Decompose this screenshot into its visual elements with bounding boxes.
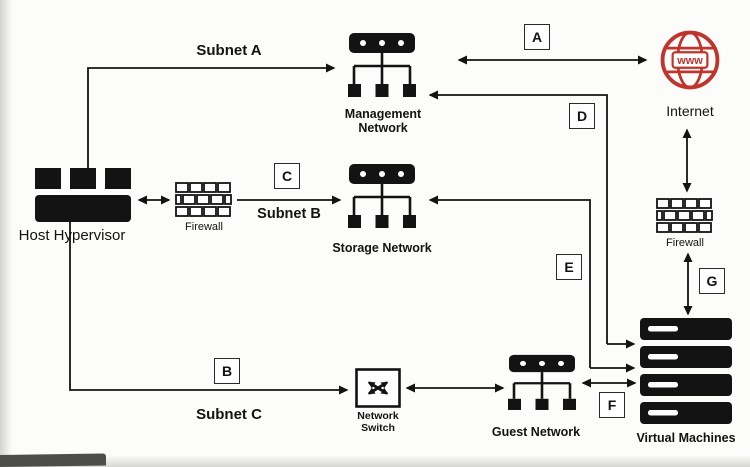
link-label-b: B bbox=[214, 358, 240, 384]
storage-network-icon bbox=[348, 164, 416, 228]
firewall-left-icon bbox=[175, 182, 232, 217]
firewall-right-icon bbox=[656, 198, 713, 233]
link-label-c: C bbox=[274, 163, 300, 189]
network-switch-label: Network Switch bbox=[357, 410, 399, 435]
subnet-c-line bbox=[69, 222, 349, 395]
host-hypervisor-label: Host Hypervisor bbox=[18, 227, 126, 244]
guest-network-label: Guest Network bbox=[491, 425, 581, 439]
storage-network-label: Storage Network bbox=[332, 241, 432, 255]
subnet-a-line bbox=[87, 63, 336, 169]
firewall-left-label: Firewall bbox=[185, 221, 223, 233]
e-line-to-storage bbox=[428, 195, 591, 368]
subnet-b-label: Subnet B bbox=[257, 206, 321, 222]
d-line-to-management bbox=[428, 90, 608, 344]
management-network-label: Management Network bbox=[344, 107, 422, 136]
link-label-g: G bbox=[699, 268, 725, 294]
photo-edge-bottom bbox=[0, 455, 750, 467]
subnet-c-label: Subnet C bbox=[196, 406, 262, 423]
photo-edge-left bbox=[0, 0, 12, 467]
host-hypervisor-icon bbox=[35, 168, 131, 222]
link-label-e: E bbox=[556, 254, 582, 280]
virtual-machines-label: Virtual Machines bbox=[636, 431, 736, 445]
firewall-right-label: Firewall bbox=[666, 237, 704, 249]
link-label-a: A bbox=[524, 24, 550, 50]
internet-label: Internet bbox=[666, 103, 714, 119]
photo-corner-smudge bbox=[0, 453, 106, 467]
link-label-d: D bbox=[569, 103, 595, 129]
network-switch-icon bbox=[355, 368, 401, 408]
internet-www-text: www bbox=[676, 55, 703, 67]
virtual-machines-icon bbox=[640, 318, 732, 424]
management-network-icon bbox=[348, 33, 416, 97]
internet-globe-icon: www bbox=[660, 30, 720, 90]
link-label-f: F bbox=[599, 392, 625, 418]
subnet-a-label: Subnet A bbox=[196, 42, 262, 59]
guest-network-icon bbox=[508, 354, 576, 410]
